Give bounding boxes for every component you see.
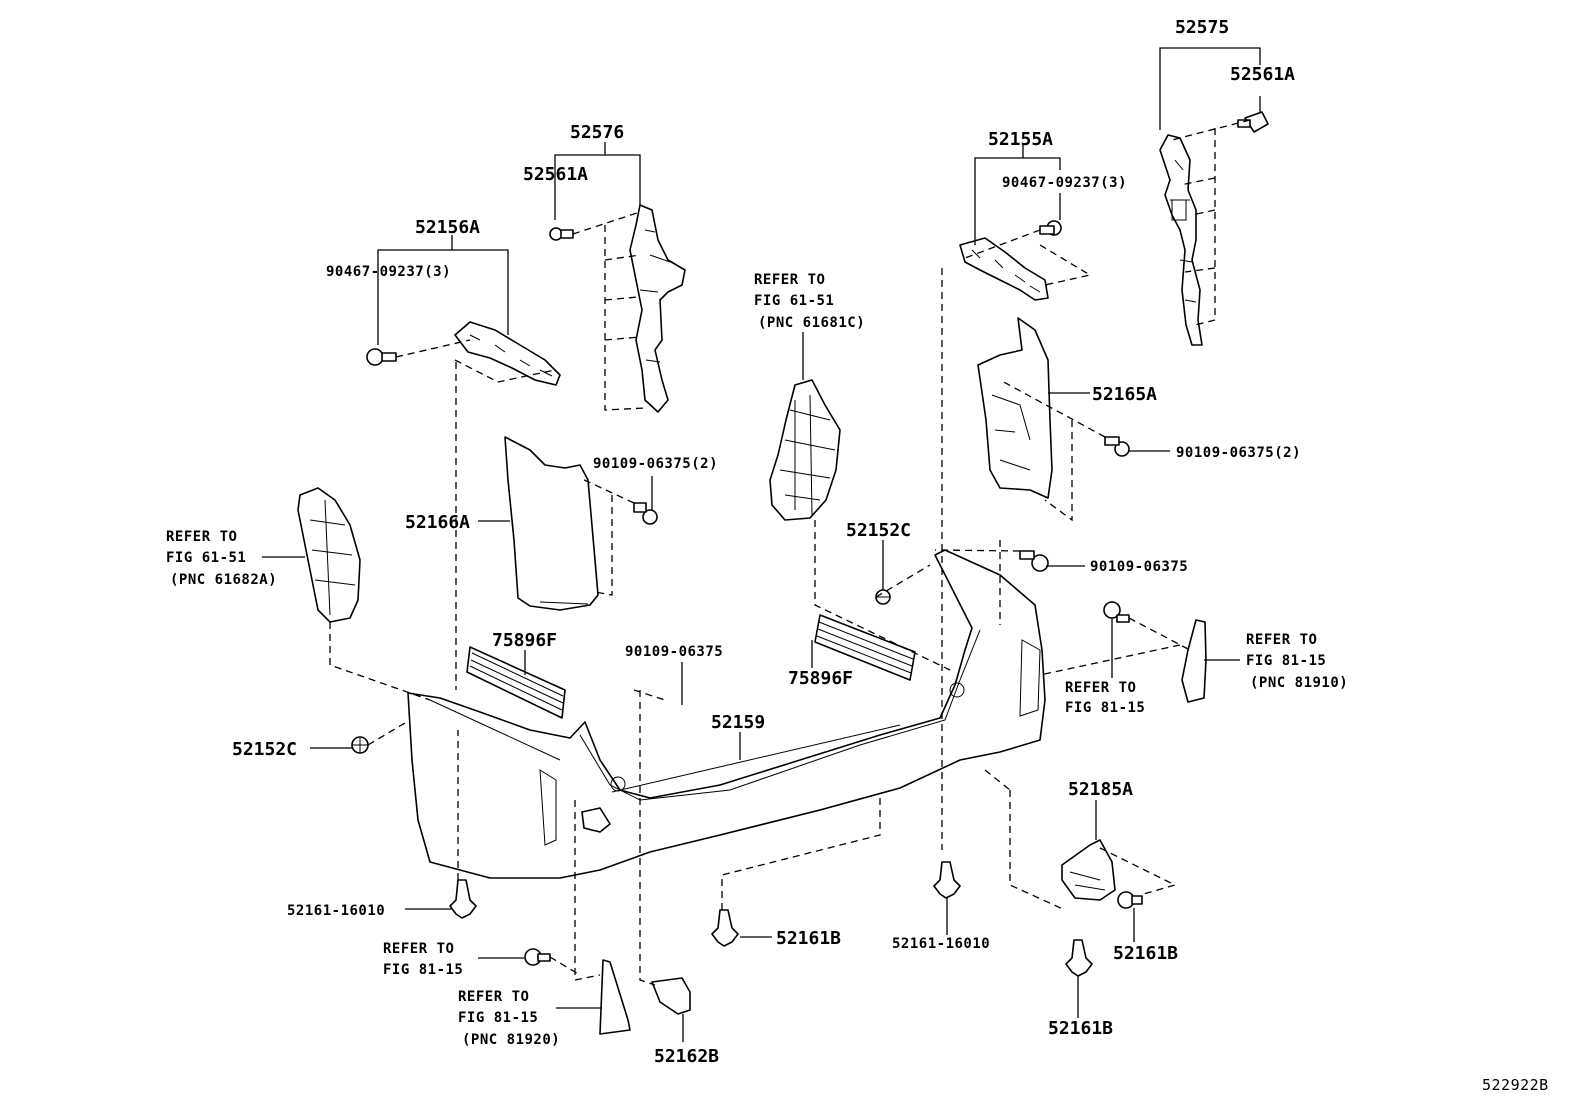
vent-75896f-left bbox=[466, 646, 566, 719]
label-refer-8115-bottom-2: FIG 81-15 bbox=[458, 1010, 538, 1026]
label-52155a: 52155A bbox=[988, 129, 1053, 150]
extension-52165a bbox=[977, 317, 1053, 499]
clip-52161-16010-left bbox=[449, 879, 477, 919]
label-refer-8115-right-3: (PNC 81910) bbox=[1250, 675, 1348, 691]
bolt-90109-right-upper bbox=[1104, 436, 1130, 457]
bracket-52185a bbox=[1061, 839, 1116, 901]
label-refer-6151-left-1: REFER TO bbox=[166, 529, 237, 545]
vent-75896f-right bbox=[814, 614, 916, 681]
label-75896f-right: 75896F bbox=[788, 668, 853, 689]
label-refer-8115-left-2: FIG 81-15 bbox=[383, 962, 463, 978]
part-labels: 52575 52561A 52576 52561A 52155A 90467-0… bbox=[166, 17, 1549, 1094]
label-refer-6151-center-3: (PNC 61681C) bbox=[758, 315, 865, 331]
bracket-52575 bbox=[1159, 134, 1203, 346]
label-90109-right: 90109-06375 bbox=[1090, 559, 1188, 575]
label-90467-left: 90467-09237(3) bbox=[326, 264, 451, 280]
clip-52161b-center bbox=[711, 909, 739, 947]
label-52161-16010-left: 52161-16010 bbox=[287, 903, 385, 919]
retainer-52152c-right bbox=[875, 589, 891, 605]
label-52561a-left: 52561A bbox=[523, 164, 588, 185]
label-52161b-right: 52161B bbox=[1113, 943, 1178, 964]
label-refer-6151-center-1: REFER TO bbox=[754, 272, 825, 288]
label-refer-6151-left-2: FIG 61-51 bbox=[166, 550, 246, 566]
label-refer-6151-left-3: (PNC 61682A) bbox=[170, 572, 277, 588]
label-90109-center: 90109-06375 bbox=[625, 644, 723, 660]
bolt-refer-81-15-mid bbox=[1103, 601, 1130, 623]
label-75896f-left: 75896F bbox=[492, 630, 557, 651]
bolt-90467-left bbox=[366, 348, 397, 366]
label-52152c-left: 52152C bbox=[232, 739, 297, 760]
label-52152c-right: 52152C bbox=[846, 520, 911, 541]
bracket-61681c bbox=[769, 379, 841, 521]
clip-52161-16010-right bbox=[933, 861, 961, 899]
label-52161b-bottom: 52161B bbox=[1048, 1018, 1113, 1039]
bracket-52576 bbox=[629, 204, 686, 413]
bumper-cover-52159 bbox=[407, 549, 1046, 879]
bolt-90109-center-upper bbox=[633, 502, 658, 525]
reflector-81910 bbox=[1181, 619, 1207, 703]
bolt-90109-right-lower bbox=[1019, 550, 1049, 572]
label-52165a: 52165A bbox=[1092, 384, 1157, 405]
label-52576: 52576 bbox=[570, 122, 624, 143]
bolt-90467-right bbox=[1039, 220, 1062, 236]
garnish-52166a bbox=[504, 436, 599, 611]
label-refer-8115-right-1: REFER TO bbox=[1246, 632, 1317, 648]
bolt-52561a-left bbox=[549, 227, 574, 241]
leader-lines bbox=[262, 47, 1261, 1042]
clip-52161b-bottom bbox=[1065, 939, 1093, 977]
cover-52162b bbox=[581, 807, 691, 1015]
bracket-52156a bbox=[454, 321, 561, 386]
label-52159: 52159 bbox=[711, 712, 765, 733]
retainer-52152c-left bbox=[351, 736, 369, 754]
label-refer-8115-mid-2: FIG 81-15 bbox=[1065, 700, 1145, 716]
label-90467-right: 90467-09237(3) bbox=[1002, 175, 1127, 191]
label-refer-8115-mid-1: REFER TO bbox=[1065, 680, 1136, 696]
label-refer-8115-left-1: REFER TO bbox=[383, 941, 454, 957]
diagram-id: 522922B bbox=[1482, 1076, 1549, 1094]
reflector-81920 bbox=[599, 959, 631, 1035]
label-52561a-right: 52561A bbox=[1230, 64, 1295, 85]
label-90109-2-right: 90109-06375(2) bbox=[1176, 445, 1301, 461]
bracket-52155a bbox=[959, 237, 1049, 301]
label-52161b-center: 52161B bbox=[776, 928, 841, 949]
bracket-61682a bbox=[297, 487, 361, 623]
bolt-52561a-right bbox=[1237, 111, 1269, 133]
label-90109-2-center: 90109-06375(2) bbox=[593, 456, 718, 472]
label-52156a: 52156A bbox=[415, 217, 480, 238]
label-refer-8115-right-2: FIG 81-15 bbox=[1246, 653, 1326, 669]
bolt-refer-81-15-left bbox=[524, 948, 551, 966]
label-52162b: 52162B bbox=[654, 1046, 719, 1067]
label-52185a: 52185A bbox=[1068, 779, 1133, 800]
label-52166a: 52166A bbox=[405, 512, 470, 533]
label-refer-8115-bottom-3: (PNC 81920) bbox=[462, 1032, 560, 1048]
label-52575: 52575 bbox=[1175, 17, 1229, 38]
label-refer-8115-bottom-1: REFER TO bbox=[458, 989, 529, 1005]
dashed-lines bbox=[329, 119, 1251, 986]
label-52161-16010-right: 52161-16010 bbox=[892, 936, 990, 952]
clip-52161b-right bbox=[1117, 891, 1143, 909]
label-refer-6151-center-2: FIG 61-51 bbox=[754, 293, 834, 309]
